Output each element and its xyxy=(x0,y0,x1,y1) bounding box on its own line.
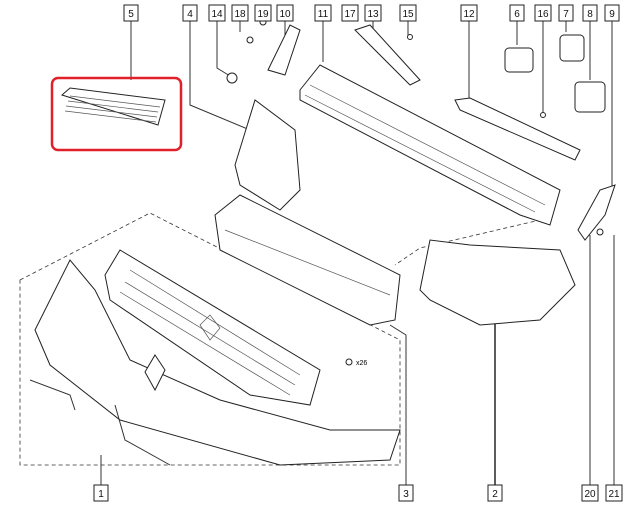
svg-text:x26: x26 xyxy=(356,360,367,367)
label-11[interactable]: 11 xyxy=(314,4,332,22)
part-2-bracket xyxy=(419,239,576,326)
trim-strip-right xyxy=(114,404,171,466)
label-14[interactable]: 14 xyxy=(208,4,226,22)
svg-text:16: 16 xyxy=(537,9,549,20)
part-15-clip xyxy=(407,34,413,40)
svg-text:17: 17 xyxy=(344,9,356,20)
svg-text:2: 2 xyxy=(492,489,498,500)
svg-text:4: 4 xyxy=(187,9,193,20)
label-3[interactable]: 3 xyxy=(398,484,414,502)
part-3-support xyxy=(214,194,401,326)
svg-text:3: 3 xyxy=(403,489,409,500)
svg-text:1: 1 xyxy=(98,489,104,500)
label-1[interactable]: 1 xyxy=(93,484,109,502)
part-13-strip xyxy=(354,24,421,86)
label-9[interactable]: 9 xyxy=(604,4,620,22)
part-4-bracket xyxy=(234,99,301,211)
part-7-vent xyxy=(559,34,585,62)
quantity-note: x26 xyxy=(345,358,367,367)
part-5-grille xyxy=(60,87,166,126)
label-5[interactable]: 5 xyxy=(123,4,139,22)
label-7[interactable]: 7 xyxy=(558,4,574,22)
svg-text:5: 5 xyxy=(128,9,134,20)
svg-text:12: 12 xyxy=(463,9,475,20)
label-19[interactable]: 19 xyxy=(254,4,272,22)
label-6[interactable]: 6 xyxy=(509,4,525,22)
label-13[interactable]: 13 xyxy=(364,4,382,22)
grille xyxy=(104,249,321,406)
svg-text:18: 18 xyxy=(234,9,246,20)
svg-text:6: 6 xyxy=(514,9,520,20)
logo-emblem xyxy=(144,354,166,392)
svg-text:14: 14 xyxy=(211,9,223,20)
svg-text:9: 9 xyxy=(609,9,615,20)
svg-text:11: 11 xyxy=(318,9,329,20)
svg-text:15: 15 xyxy=(402,9,414,20)
label-2[interactable]: 2 xyxy=(487,484,503,502)
highlight-box xyxy=(50,76,183,152)
part-9-bracket xyxy=(577,184,616,241)
part-6-vent xyxy=(504,47,534,73)
part-11-scuttle xyxy=(299,64,561,226)
label-17[interactable]: 17 xyxy=(341,4,359,22)
label-4[interactable]: 4 xyxy=(182,4,198,22)
part-8-vent xyxy=(574,81,606,113)
part-20-clip xyxy=(596,228,604,236)
svg-text:7: 7 xyxy=(563,9,569,20)
label-15[interactable]: 15 xyxy=(399,4,417,22)
leader-lines xyxy=(100,21,615,485)
clip-icon xyxy=(345,358,353,366)
label-8[interactable]: 8 xyxy=(582,4,598,22)
label-21[interactable]: 21 xyxy=(605,484,623,502)
part-1-bumper xyxy=(34,259,401,466)
part-10-bracket xyxy=(267,24,301,76)
svg-text:19: 19 xyxy=(257,9,269,20)
label-18[interactable]: 18 xyxy=(231,4,249,22)
svg-text:8: 8 xyxy=(587,9,593,20)
svg-text:10: 10 xyxy=(279,9,291,20)
part-12-strip xyxy=(454,97,581,161)
label-20[interactable]: 20 xyxy=(581,484,599,502)
trim-strip-left xyxy=(29,379,76,411)
label-12[interactable]: 12 xyxy=(460,4,478,22)
part-18-screw xyxy=(246,36,254,44)
svg-text:13: 13 xyxy=(367,9,379,20)
part-16-clip xyxy=(540,112,546,118)
svg-text:20: 20 xyxy=(584,489,596,500)
group-outline-1 xyxy=(19,212,401,466)
label-16[interactable]: 16 xyxy=(534,4,552,22)
part-14-clip xyxy=(226,72,238,84)
label-10[interactable]: 10 xyxy=(276,4,294,22)
svg-text:21: 21 xyxy=(608,489,620,500)
